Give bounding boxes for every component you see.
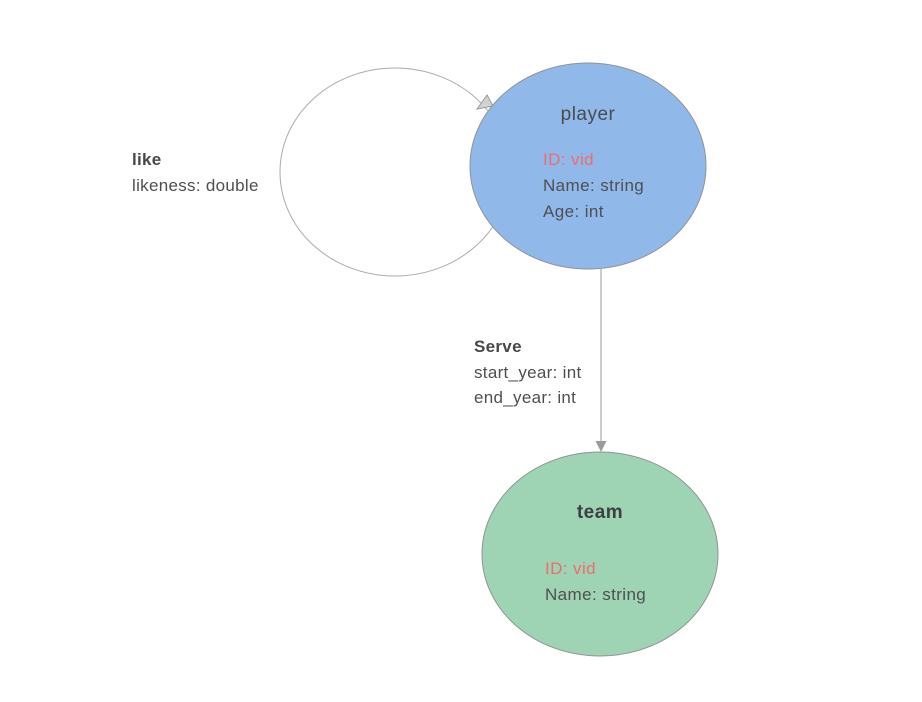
serve-edge-arrowhead [595, 441, 607, 452]
player-node-title: player [560, 104, 616, 125]
player-node-property: Name: string [543, 176, 645, 195]
like-edge-label: like likeness: double [132, 147, 259, 198]
serve-edge-property: end_year: int [474, 388, 577, 407]
player-node-ellipse[interactable] [469, 62, 707, 270]
team-node-id-property: ID: vid [545, 559, 596, 578]
like-edge-property: likeness: double [132, 175, 259, 195]
serve-edge-label: Serve start_year: int end_year: int [474, 334, 582, 411]
like-edge-arrowhead [475, 94, 494, 110]
player-node-properties: ID: vid Name: string Age: int [543, 147, 644, 225]
player-node-property: Age: int [543, 202, 604, 221]
player-node-id-property: ID: vid [543, 150, 594, 169]
team-node-ellipse[interactable] [481, 451, 719, 657]
like-edge-name: like [132, 150, 162, 169]
serve-edge-property: start_year: int [474, 362, 582, 382]
team-node-property: Name: string [545, 585, 647, 604]
team-node-properties: ID: vid Name: string [545, 556, 646, 608]
serve-edge-name: Serve [474, 337, 522, 356]
team-node-title: team [576, 502, 624, 523]
